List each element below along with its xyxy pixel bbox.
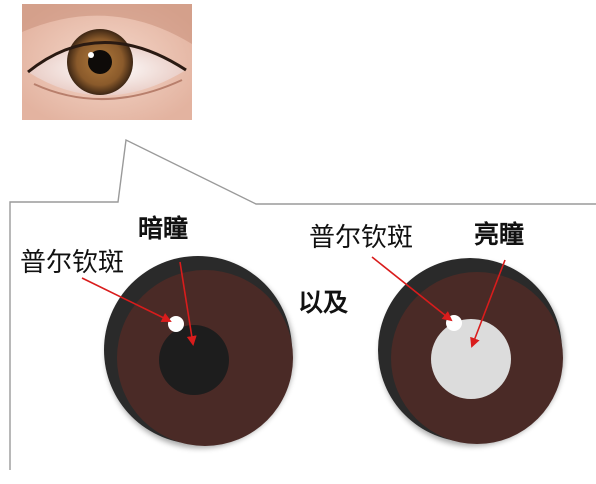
arrow-bright-pupil [470, 259, 506, 348]
label-dark-pupil: 暗瞳 [138, 214, 189, 243]
label-glint-right: 普尔钦斑 [309, 223, 414, 253]
arrow-dark-pupil [179, 261, 197, 346]
dark-pupil [159, 325, 229, 395]
dark-pupil-eye [104, 256, 293, 446]
arrow-glint-left [81, 277, 172, 322]
callout-frame [9, 138, 596, 470]
bright-pupil [431, 319, 511, 399]
label-connector: 以及 [298, 288, 349, 317]
arrows [81, 256, 506, 348]
label-bright-pupil: 亮瞳 [474, 220, 525, 249]
arrow-glint-right [371, 256, 453, 322]
label-glint-left: 普尔钦斑 [20, 248, 125, 278]
glint-left [168, 316, 184, 332]
bright-pupil-eye [378, 258, 563, 444]
eye-photo-icon [22, 4, 192, 120]
